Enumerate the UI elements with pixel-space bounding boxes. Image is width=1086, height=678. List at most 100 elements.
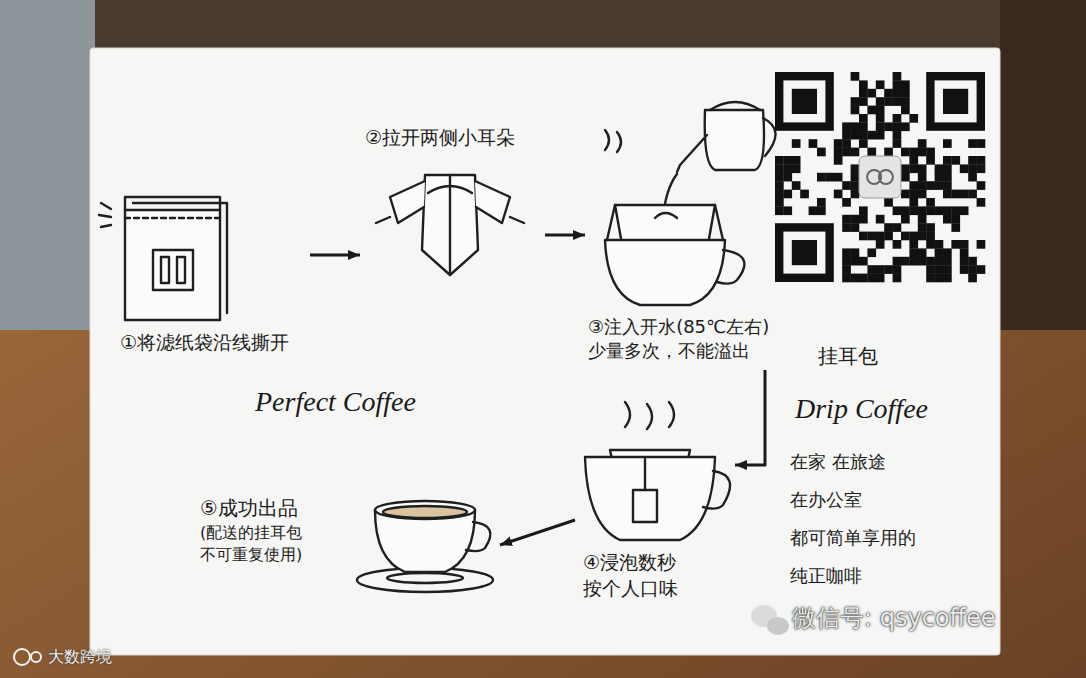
qr-module [842, 139, 851, 148]
qr-module [817, 198, 826, 207]
qr-module [876, 232, 885, 241]
qr-module [918, 181, 927, 190]
qr-module [943, 265, 952, 274]
qr-module [867, 148, 876, 157]
qr-module [977, 265, 986, 274]
qr-module [901, 164, 910, 173]
qr-module [859, 206, 868, 215]
qr-module [893, 72, 902, 81]
qr-module [867, 232, 876, 241]
coffee-surface [383, 506, 467, 518]
qr-module [960, 164, 969, 173]
card-title: Perfect Coffee [255, 383, 416, 421]
qr-module [901, 89, 910, 98]
qr-finder [775, 223, 834, 282]
cup-handle [717, 250, 744, 284]
qr-module [842, 215, 851, 224]
step-title: ②拉开两侧小耳朵 [365, 125, 543, 151]
qr-module [775, 206, 784, 215]
qr-module [876, 215, 885, 224]
qr-module [909, 206, 918, 215]
qr-module [943, 274, 952, 283]
qr-module [884, 232, 893, 241]
qr-module [884, 148, 893, 157]
qr-module [859, 257, 868, 266]
qr-module [859, 114, 868, 123]
package-top [125, 197, 220, 210]
qr-module [893, 80, 902, 89]
paper-card [90, 48, 1000, 655]
qr-module [842, 274, 851, 283]
qr-module [951, 156, 960, 165]
qr-module [842, 148, 851, 157]
qr-module [867, 106, 876, 115]
qr-module [935, 265, 944, 274]
qr-module [926, 257, 935, 266]
qr-module [918, 190, 927, 199]
qr-module [918, 257, 927, 266]
qr-module [783, 206, 792, 215]
slogan-line: 纯正咖啡 [790, 564, 862, 588]
qr-module [968, 265, 977, 274]
qr-module [851, 274, 860, 283]
jar [1000, 0, 1086, 330]
qr-module [851, 148, 860, 157]
qr-module [977, 198, 986, 207]
qr-module [884, 265, 893, 274]
coffee-grounds [428, 186, 472, 193]
label-slot: 挂耳包 [818, 343, 878, 370]
qr-module [842, 181, 851, 190]
qr-module [834, 190, 843, 199]
qr-module [901, 232, 910, 241]
qr-module [851, 248, 860, 257]
qr-module [851, 223, 860, 232]
qr-module [943, 206, 952, 215]
saucer-ring [387, 573, 463, 583]
qr-module [935, 164, 944, 173]
cup-rim [375, 501, 475, 519]
qr-module [884, 97, 893, 106]
qr-module [960, 240, 969, 249]
qr-module [960, 257, 969, 266]
package-logo [161, 257, 185, 283]
qr-module [859, 97, 868, 106]
qr-module [876, 131, 885, 140]
step-panel: ②拉开两侧小耳朵 [360, 125, 545, 290]
qr-module [909, 156, 918, 165]
qr-module [926, 148, 935, 157]
slogan-line: 在办公室 [790, 488, 862, 512]
qr-module [935, 181, 944, 190]
flow-arrow [500, 520, 575, 545]
qr-module [960, 265, 969, 274]
qr-module [809, 139, 818, 148]
qr-module [893, 257, 902, 266]
qr-module [968, 164, 977, 173]
qr-module [926, 156, 935, 165]
qr-module [968, 139, 977, 148]
qr-module [951, 240, 960, 249]
qr-module [851, 106, 860, 115]
qr-module [775, 190, 784, 199]
qr-module [884, 122, 893, 131]
qr-module [909, 232, 918, 241]
qr-module [935, 240, 944, 249]
qr-module [909, 257, 918, 266]
qr-module [893, 206, 902, 215]
qr-module [909, 181, 918, 190]
slogan-line: 都可简单享用的 [790, 526, 916, 550]
qr-code [775, 72, 985, 282]
qr-module [876, 80, 885, 89]
qr-module [783, 190, 792, 199]
qr-module [851, 72, 860, 81]
tag-string [644, 459, 646, 490]
qr-module [901, 97, 910, 106]
step-illustration [360, 125, 545, 290]
step-panel: ③注入开水(85℃左右) 少量多次，不能溢出 [585, 90, 795, 370]
qr-module [901, 106, 910, 115]
pull-mark [376, 217, 524, 223]
qr-module [918, 173, 927, 182]
qr-module [876, 97, 885, 106]
label-slot: Drip Coffee [795, 390, 928, 428]
qr-module [977, 156, 986, 165]
watermark: 微信号: qsycoffee [792, 602, 996, 634]
